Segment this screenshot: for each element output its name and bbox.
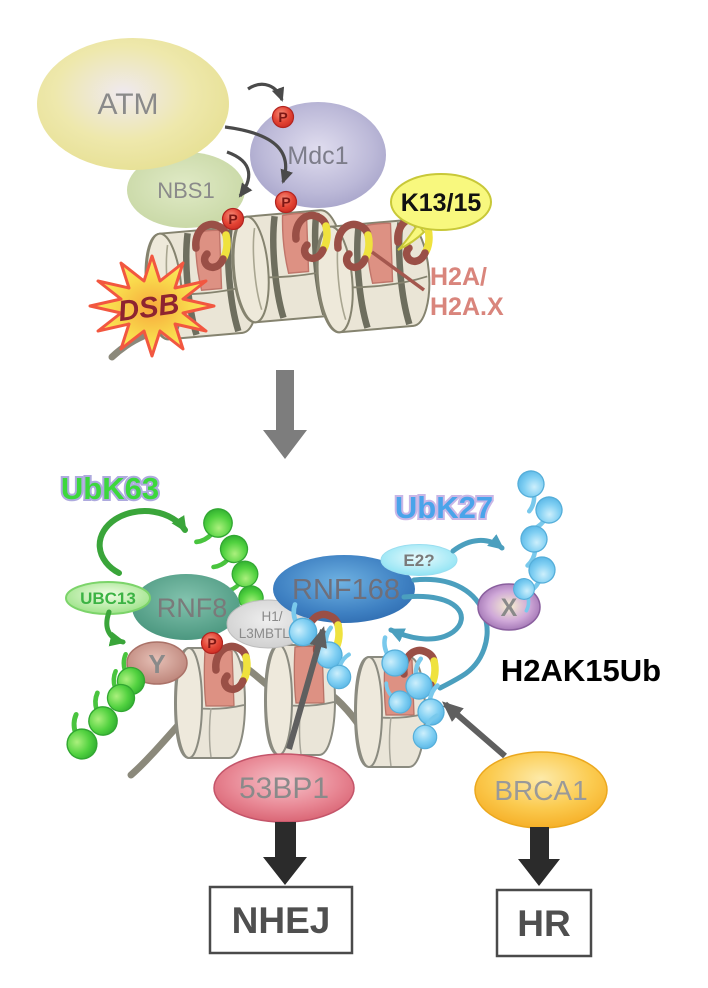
x-label: X xyxy=(501,594,518,622)
h2a-label-line2: H2A.X xyxy=(430,293,504,321)
ubc13-label: UBC13 xyxy=(80,589,136,608)
rnf8-label: RNF8 xyxy=(157,593,228,623)
nbs1-protein xyxy=(127,152,245,228)
atm-label: ATM xyxy=(97,88,158,121)
phospho-badge-3 xyxy=(221,207,245,231)
nhej-label: NHEJ xyxy=(232,900,331,941)
phospho-badge-bottom xyxy=(200,631,224,655)
transition-arrow xyxy=(263,370,307,459)
rnf168-sweep-arrow xyxy=(411,577,490,691)
y-label: Y xyxy=(148,649,165,679)
brca1-label: BRCA1 xyxy=(494,775,587,806)
hr-outcome-box xyxy=(495,888,593,958)
53bp1-binding-arrow xyxy=(286,626,327,750)
rnf168-loop-arrow xyxy=(388,593,464,643)
hr-label: HR xyxy=(517,903,570,944)
rnf8-protein xyxy=(132,574,240,640)
ubk27-label: UbK27 xyxy=(395,490,493,525)
k63-chain-lower xyxy=(54,653,150,765)
mdc1-label: Mdc1 xyxy=(287,142,348,170)
brca1-binding-arrow xyxy=(441,701,507,759)
e2-to-k27-arrow xyxy=(450,534,505,554)
rnf168-label: RNF168 xyxy=(292,574,400,606)
atm-phospho-arrow-3 xyxy=(226,150,253,198)
e2-label: E2? xyxy=(403,551,434,570)
brca1-to-hr-arrow xyxy=(518,827,560,886)
atm-protein xyxy=(37,38,229,170)
atm-phospho-arrow-2 xyxy=(224,125,293,184)
nbs1-label: NBS1 xyxy=(157,178,214,203)
phospho-badge-1 xyxy=(271,105,295,129)
h2a-pointer-line xyxy=(370,250,426,292)
k27-chain xyxy=(507,467,566,614)
bottom-section: UbK63 UbK27 RNF8 H1/ L3MBTL2 RNF168 E2? … xyxy=(54,467,661,958)
dsb-starburst xyxy=(88,254,216,358)
e2-protein xyxy=(380,544,458,576)
h1-label-line2: L3MBTL2 xyxy=(239,626,298,641)
h2ak15ub-label: H2AK15Ub xyxy=(501,653,661,688)
ubc13-to-y-arrow xyxy=(104,609,126,647)
53bp1-label: 53BP1 xyxy=(239,772,329,805)
h2a-label-line1: H2A/ xyxy=(430,263,487,291)
k13-15-speech-bubble: K13/15 xyxy=(390,173,492,251)
h1-label-line1: H1/ xyxy=(261,609,282,624)
53bp1-to-nhej-arrow xyxy=(263,822,307,885)
nhej-outcome-box xyxy=(208,885,354,955)
k13-15-label: K13/15 xyxy=(401,189,482,217)
phospho-badge-2 xyxy=(274,190,298,214)
atm-phospho-arrow-1 xyxy=(247,82,285,102)
rnf168-protein xyxy=(273,555,415,623)
top-section: DSB K13/15 H2A/ H2A.X ATM NBS1 Mdc1 xyxy=(37,38,504,361)
k63-cycle-arrow xyxy=(96,508,188,576)
ubk63-label: UbK63 xyxy=(61,471,159,506)
